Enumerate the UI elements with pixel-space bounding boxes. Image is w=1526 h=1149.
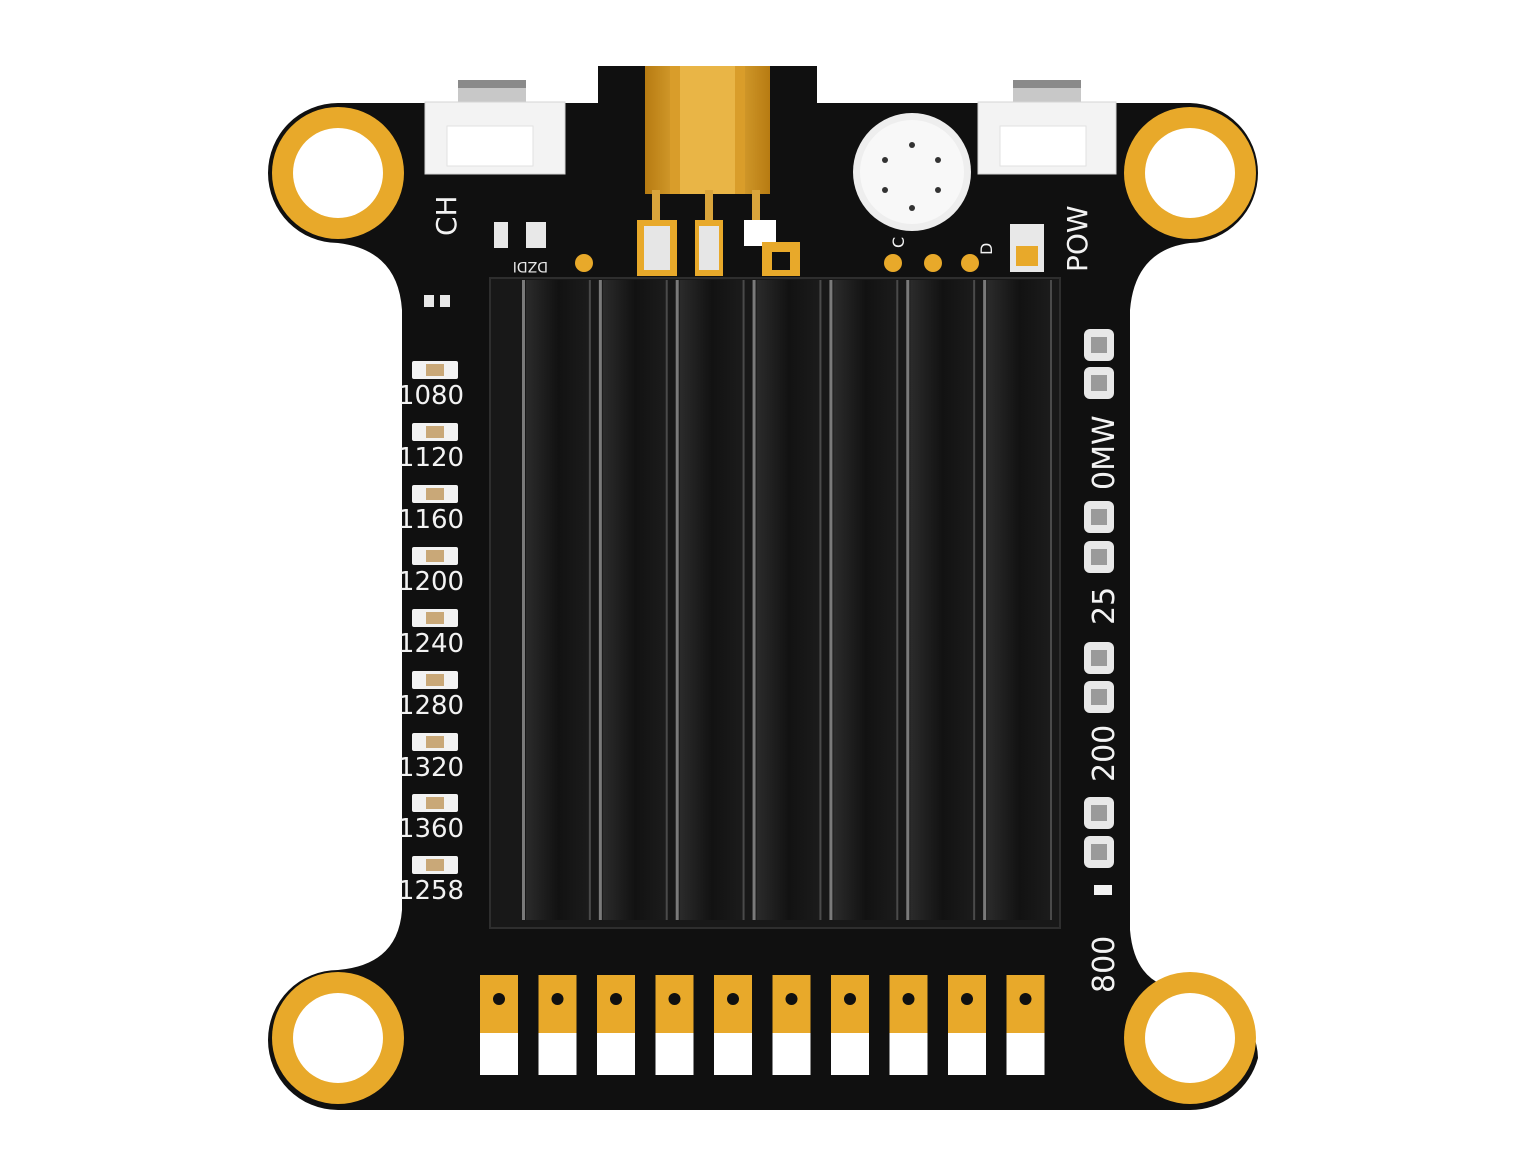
frequency-label: 1200 bbox=[398, 567, 464, 597]
power-led bbox=[1084, 681, 1114, 713]
mounting-hole-bottom-right bbox=[1124, 972, 1256, 1104]
solder-pad bbox=[831, 975, 869, 1075]
ch-button[interactable] bbox=[424, 80, 566, 175]
mounting-hole-top-right bbox=[1124, 107, 1256, 239]
pad-d-label: D bbox=[977, 243, 996, 255]
frequency-label: 1360 bbox=[398, 814, 464, 844]
power-label-200: 200 bbox=[1087, 725, 1122, 782]
bottom-solder-pads bbox=[480, 975, 1045, 1075]
solder-pad bbox=[948, 975, 986, 1075]
mounting-hole-bottom-left bbox=[272, 972, 404, 1104]
antenna-connector bbox=[645, 66, 770, 240]
microphone-icon bbox=[853, 113, 971, 231]
power-led bbox=[1084, 642, 1114, 674]
mounting-hole-top-left bbox=[272, 107, 404, 239]
pow-label: POW bbox=[1061, 205, 1094, 272]
frequency-label: 1120 bbox=[398, 443, 464, 473]
power-led bbox=[1084, 836, 1114, 868]
frequency-led bbox=[412, 361, 458, 379]
frequency-led bbox=[412, 856, 458, 874]
power-label-25: 25 bbox=[1087, 587, 1122, 625]
frequency-led bbox=[412, 794, 458, 812]
power-led bbox=[1084, 501, 1114, 533]
power-800-marker bbox=[1094, 885, 1112, 895]
frequency-label: 1280 bbox=[398, 691, 464, 721]
power-led bbox=[1084, 541, 1114, 573]
heatsink-fin bbox=[675, 280, 745, 920]
heatsink-fin bbox=[906, 280, 976, 920]
heatsink-fin bbox=[522, 280, 591, 920]
pow-button[interactable] bbox=[977, 80, 1117, 175]
frequency-indicators: 1080 1120 1160 1200 1240 1280 1320 1360 1258 bbox=[398, 361, 464, 906]
solder-pad bbox=[597, 975, 635, 1075]
power-led bbox=[1084, 367, 1114, 399]
heatsink-fin bbox=[598, 280, 668, 920]
solder-pad bbox=[480, 975, 518, 1075]
heatsink-fin bbox=[752, 280, 822, 920]
frequency-led bbox=[412, 671, 458, 689]
power-label-800: 800 bbox=[1087, 936, 1122, 993]
solder-pad bbox=[889, 975, 928, 1075]
heatsink-fin bbox=[829, 280, 899, 920]
frequency-label: 1080 bbox=[398, 381, 464, 411]
solder-pad bbox=[1006, 975, 1045, 1075]
heatsink bbox=[489, 277, 1061, 929]
solder-pad bbox=[538, 975, 577, 1075]
ch-label: CH bbox=[430, 195, 463, 236]
frequency-led bbox=[412, 485, 458, 503]
pad-c-label: C bbox=[889, 237, 908, 248]
frequency-label: 1240 bbox=[398, 629, 464, 659]
power-label-0mw: 0MW bbox=[1087, 415, 1122, 490]
solder-pad bbox=[714, 975, 752, 1075]
frequency-label: 1160 bbox=[398, 505, 464, 535]
frequency-led bbox=[412, 423, 458, 441]
frequency-label: 1320 bbox=[398, 753, 464, 783]
power-leds bbox=[1084, 329, 1114, 868]
frequency-led bbox=[412, 609, 458, 627]
frequency-led bbox=[412, 733, 458, 751]
heatsink-fin bbox=[983, 280, 1052, 920]
power-led bbox=[1084, 329, 1114, 361]
frequency-led bbox=[412, 547, 458, 565]
solder-pad bbox=[655, 975, 694, 1075]
smd-components-top bbox=[424, 220, 1044, 307]
solder-pad bbox=[772, 975, 811, 1075]
frequency-label: 1258 bbox=[398, 876, 464, 906]
power-led bbox=[1084, 797, 1114, 829]
mirrored-silk-label: DZDI bbox=[513, 258, 548, 274]
